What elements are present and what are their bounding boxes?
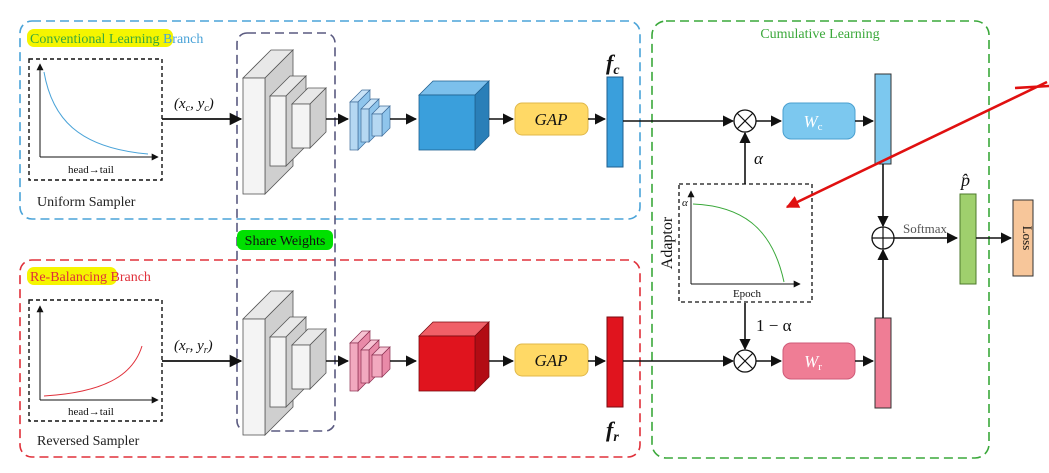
uniform-sampler-label: Uniform Sampler <box>37 195 136 210</box>
reversed-sampler-label: Reversed Sampler <box>37 434 140 449</box>
softmax-label: Softmax <box>903 221 948 236</box>
one-minus-alpha-label: 1 − α <box>756 316 792 335</box>
feature-fr-label: fr <box>606 417 619 445</box>
sum-node <box>871 226 895 250</box>
adaptor-x-label: Epoch <box>733 288 762 300</box>
adaptor-y-label: α <box>682 197 688 209</box>
backbone-layers-top <box>242 49 327 195</box>
backbone-layers-bottom <box>242 290 327 436</box>
share-weights-badge <box>237 230 333 250</box>
prediction-vector <box>959 193 977 285</box>
reversed-plot-axis-label: head→tail <box>68 406 114 418</box>
adaptor-plot: α Epoch <box>682 190 801 300</box>
share-weights-label: Share Weights <box>245 234 326 249</box>
gap-label-bottom: GAP <box>534 351 567 370</box>
conventional-feature-cube <box>418 80 490 151</box>
multiply-node-bottom <box>733 349 757 373</box>
rebalancing-input-label: (xr, yr) <box>174 338 213 356</box>
conventional-branch-box <box>19 20 641 220</box>
pointer-tail <box>1014 84 1049 90</box>
pointer-arrow <box>785 80 1048 209</box>
feature-fc-label: fc <box>606 50 620 78</box>
conventional-input-label: (xc, yc) <box>174 96 214 114</box>
conventional-highlight <box>27 29 173 47</box>
conventional-branch-title: Conventional Learning Branch <box>30 32 203 47</box>
feature-vector-fc <box>606 76 624 168</box>
uniform-plot-axis-label: head→tail <box>68 164 114 176</box>
rebalancing-branch-title: Re-Balancing Branch <box>30 270 151 285</box>
cumulative-learning-box <box>651 20 990 459</box>
adaptor-label: Adaptor <box>659 216 676 269</box>
rebalancing-branch-layers <box>349 330 391 392</box>
rebalancing-branch-box <box>19 259 641 458</box>
logit-vector-top <box>874 73 892 165</box>
classifier-wc-label: Wc <box>803 112 822 133</box>
alpha-label: α <box>754 149 764 168</box>
classifier-wr-label: Wr <box>804 352 822 373</box>
rebalancing-feature-cube <box>418 321 490 392</box>
loss-box <box>1012 199 1034 277</box>
logit-vector-bottom <box>874 317 892 409</box>
p-hat-label: p̂ <box>959 170 970 190</box>
feature-vector-fr <box>606 316 624 408</box>
shared-backbone-box <box>236 32 336 432</box>
conventional-branch-layers <box>349 89 391 151</box>
gap-label-top: GAP <box>534 110 567 129</box>
reversed-sampler-plot: head→tail <box>28 299 163 422</box>
rebalancing-highlight <box>27 267 117 285</box>
gap-box-bottom <box>514 343 589 377</box>
loss-label: Loss <box>1020 226 1035 251</box>
uniform-sampler-plot: head→tail <box>28 58 163 181</box>
multiply-node-top <box>733 109 757 133</box>
cumulative-learning-title: Cumulative Learning <box>760 27 879 42</box>
